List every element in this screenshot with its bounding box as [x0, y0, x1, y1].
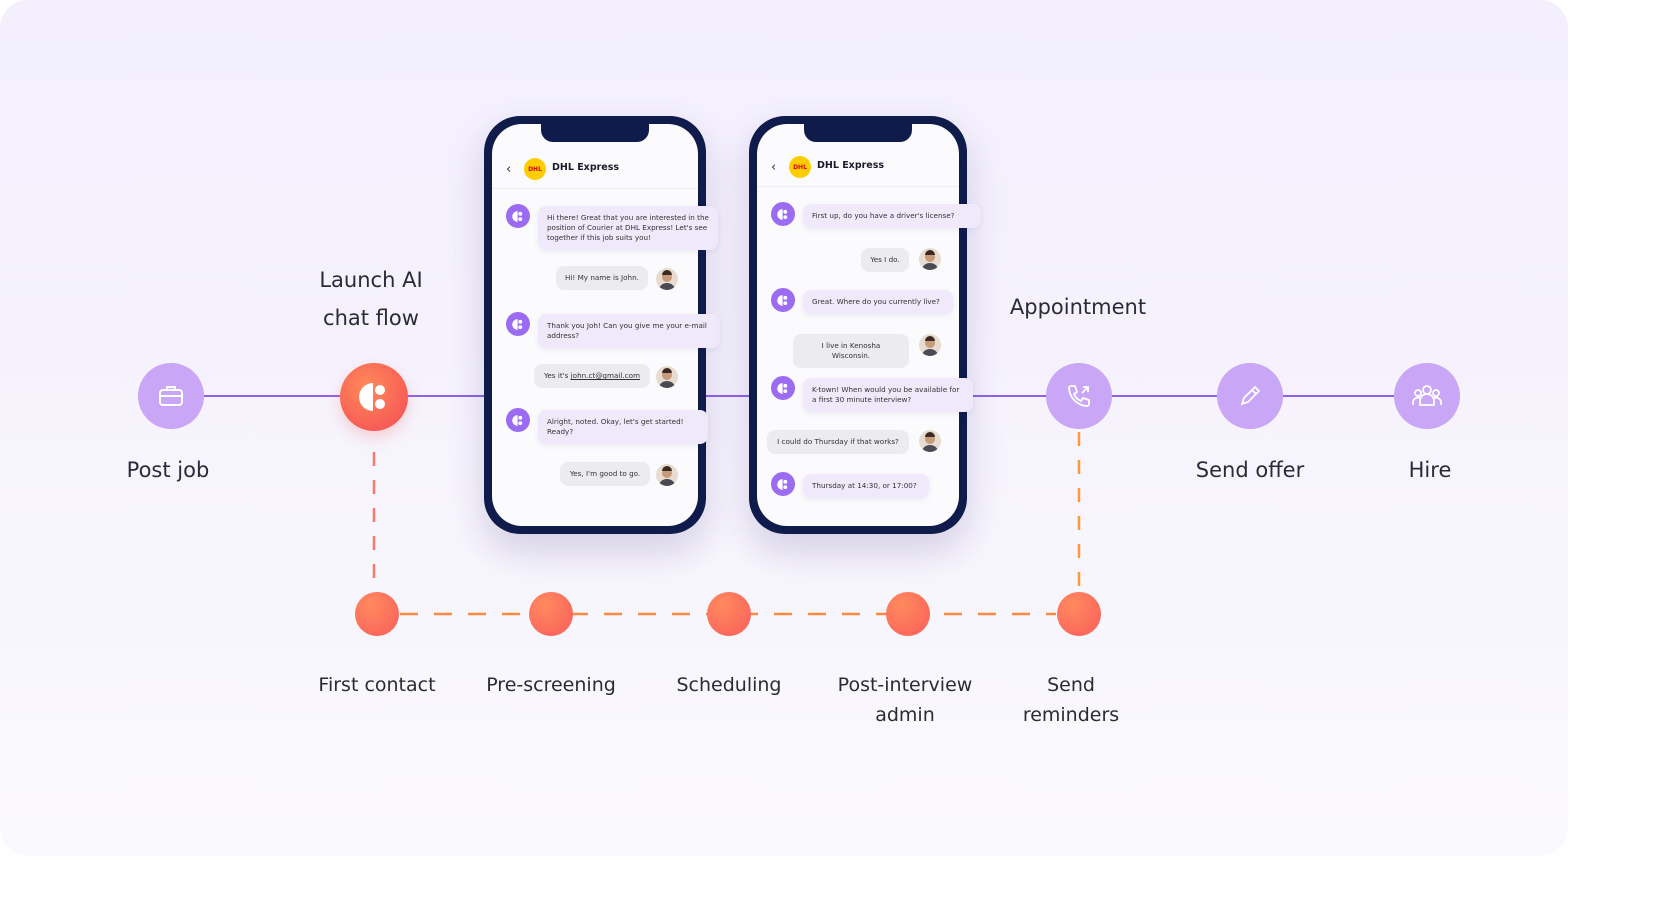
user-avatar	[919, 430, 941, 452]
user-avatar	[656, 464, 678, 486]
phone-notch	[804, 124, 912, 142]
workflow-diagram: Post job Launch AI chat flow Appointment…	[0, 0, 1568, 856]
user-message: Yes, I'm good to go.	[560, 462, 650, 486]
launch-ai-node	[340, 363, 408, 431]
pencil-icon	[1240, 385, 1261, 406]
connector-lines	[204, 395, 1394, 616]
bot-avatar	[506, 408, 530, 432]
appointment-label: Appointment	[1009, 295, 1147, 319]
chat-header: ‹ DHL DHL Express	[492, 154, 698, 189]
bot-message: First up, do you have a driver's license…	[803, 204, 981, 228]
bot-avatar	[771, 472, 795, 496]
launch-ai-label-line2: chat flow	[323, 306, 419, 330]
chat-header: ‹ DHL DHL Express	[757, 152, 959, 187]
send-reminders-label-line1: Send	[1047, 674, 1095, 696]
phone-2: ‹ DHL DHL Express First up, do you have …	[749, 116, 981, 534]
bot-avatar	[506, 312, 530, 336]
bot-avatar	[771, 376, 795, 400]
user-message: Yes it's john.ct@gmail.com	[534, 364, 650, 388]
user-avatar	[919, 334, 941, 356]
send-offer-label: Send offer	[1195, 458, 1305, 482]
bot-message: K-town! When would you be available for …	[803, 378, 973, 412]
bot-message: Great. Where do you currently live?	[803, 290, 953, 314]
post-job-label: Post job	[126, 458, 210, 482]
post-interview-node	[886, 592, 930, 636]
send-offer-node	[1217, 363, 1283, 429]
bot-message: Thank you Joh! Can you give me your e-ma…	[538, 314, 720, 348]
chat-logo-icon	[359, 383, 385, 411]
user-message: Hi! My name is John.	[556, 266, 648, 290]
user-message: Yes I do.	[861, 248, 909, 272]
company-name: DHL Express	[552, 162, 620, 173]
hire-node	[1394, 363, 1460, 429]
user-avatar	[656, 268, 678, 290]
back-chevron-icon[interactable]: ‹	[506, 162, 512, 177]
email-link[interactable]: john.ct@gmail.com	[570, 371, 641, 380]
bot-avatar	[506, 204, 530, 228]
post-job-node	[138, 363, 204, 429]
hire-label: Hire	[1408, 458, 1452, 482]
post-interview-label-line1: Post-interview	[837, 674, 973, 696]
send-reminders-label-line2: reminders	[1022, 704, 1120, 726]
user-message-text: Yes it's	[543, 371, 571, 380]
send-reminders-node	[1057, 592, 1101, 636]
bot-message: Thursday at 14:30, or 17:00?	[803, 474, 929, 498]
back-chevron-icon[interactable]: ‹	[771, 160, 777, 175]
scheduling-node	[707, 592, 751, 636]
scheduling-label: Scheduling	[676, 674, 782, 696]
launch-ai-label-line1: Launch AI	[319, 268, 423, 292]
phone-2-screen: ‹ DHL DHL Express First up, do you have …	[757, 124, 981, 526]
pre-screening-label: Pre-screening	[486, 674, 616, 696]
pre-screening-node	[529, 592, 573, 636]
bot-avatar	[771, 288, 795, 312]
phone-1: ‹ DHL DHL Express Hi there! Great that y…	[484, 116, 720, 534]
user-message: I could do Thursday if that works?	[767, 430, 909, 454]
dhl-logo: DHL	[789, 156, 811, 178]
first-contact-node	[355, 592, 399, 636]
company-name: DHL Express	[817, 160, 885, 171]
bot-message: Alright, noted. Okay, let's get started!…	[538, 410, 708, 444]
user-message: I live in Kenosha Wisconsin.	[793, 334, 909, 368]
phone-notch	[541, 124, 649, 142]
team-icon	[1412, 385, 1442, 406]
appointment-node	[1046, 363, 1112, 429]
phone-1-screen: ‹ DHL DHL Express Hi there! Great that y…	[492, 124, 720, 526]
user-avatar	[656, 366, 678, 388]
bot-message: Hi there! Great that you are interested …	[538, 206, 718, 250]
phone-call-icon	[1068, 385, 1090, 407]
user-avatar	[919, 248, 941, 270]
first-contact-label: First contact	[318, 674, 436, 696]
bot-avatar	[771, 202, 795, 226]
dhl-logo: DHL	[524, 158, 546, 180]
briefcase-icon	[159, 386, 183, 406]
post-interview-label-line2: admin	[875, 704, 935, 726]
